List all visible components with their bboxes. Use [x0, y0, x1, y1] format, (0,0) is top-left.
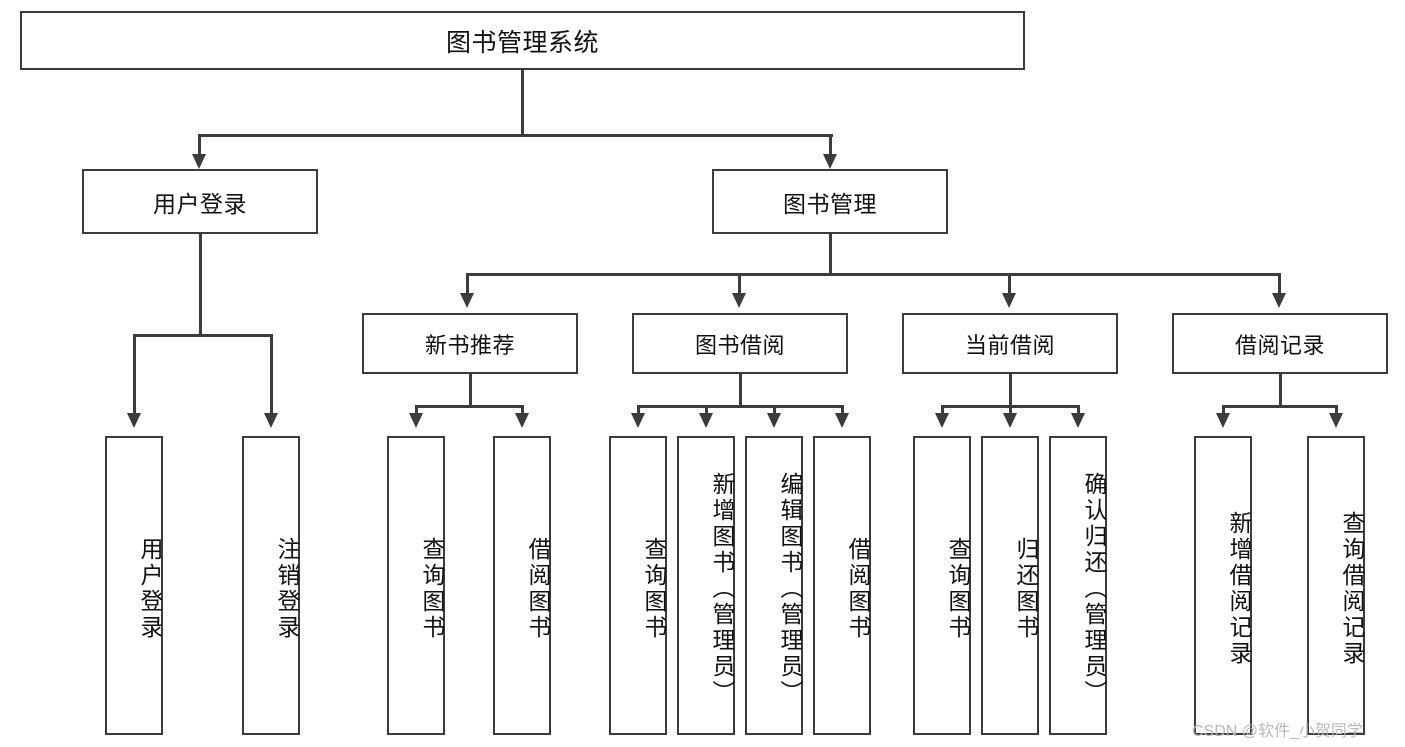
node-leaf-logout[interactable]: 注销登录 [242, 436, 300, 735]
node-leaf-edit-book[interactable]: 编辑图书（管理员） [745, 436, 803, 735]
node-label: 查询图书 [945, 536, 971, 641]
node-leaf-query-book-1[interactable]: 查询图书 [387, 436, 445, 735]
node-leaf-user-login[interactable]: 用户登录 [105, 436, 163, 735]
connector-book-borrow-drop-3 [773, 405, 776, 416]
node-label: 当前借阅 [964, 332, 1055, 358]
arrow-leaf-borrow-book-1 [515, 413, 529, 428]
arrow-leaf-query-book-1 [409, 413, 423, 428]
arrow-to-new-book [460, 293, 474, 308]
node-label: 归还图书 [1013, 536, 1039, 641]
node-leaf-add-record[interactable]: 新增借阅记录 [1194, 436, 1252, 735]
node-label: 查询图书 [419, 536, 445, 641]
connector-borrow-record-drop-1 [1222, 405, 1225, 416]
node-label: 图书借阅 [694, 332, 785, 358]
node-current-borrow[interactable]: 当前借阅 [902, 313, 1118, 374]
node-leaf-add-book[interactable]: 新增图书（管理员） [677, 436, 735, 735]
node-label: 借阅图书 [845, 536, 871, 641]
arrow-leaf-add-record [1216, 413, 1230, 428]
connector-book-borrow-stem [739, 374, 742, 406]
node-label: 查询借阅记录 [1339, 510, 1365, 667]
node-leaf-borrow-book-2[interactable]: 借阅图书 [813, 436, 871, 735]
node-label: 编辑图书（管理员） [777, 471, 803, 706]
connector-to-book-manage [829, 134, 832, 159]
connector-book-borrow-drop-2 [705, 405, 708, 416]
node-label: 图书管理系统 [445, 28, 599, 57]
arrow-leaf-confirm-return [1071, 413, 1085, 428]
connector-book-borrow-bus [637, 405, 842, 408]
node-label: 新增图书（管理员） [709, 471, 735, 706]
connector-book-borrow-drop-1 [637, 405, 640, 416]
connector-book-manage-stem [829, 234, 832, 274]
connector-current-borrow-drop-1 [941, 405, 944, 416]
connector-new-book-drop-2 [521, 405, 524, 416]
arrow-leaf-edit-book [767, 413, 781, 428]
connector-new-book-drop-1 [415, 405, 418, 416]
node-label: 用户登录 [137, 536, 163, 641]
node-leaf-confirm-return[interactable]: 确认归还（管理员） [1049, 436, 1107, 735]
node-book-borrow[interactable]: 图书借阅 [632, 313, 848, 374]
arrow-to-book-manage [823, 154, 837, 169]
arrow-leaf-query-record [1329, 413, 1343, 428]
connector-user-login-drop-1 [133, 334, 136, 416]
arrow-to-book-borrow [732, 293, 746, 308]
connector-to-new-book [466, 273, 469, 296]
arrow-leaf-add-book [699, 413, 713, 428]
node-label: 新增借阅记录 [1226, 510, 1252, 667]
connector-book-borrow-drop-4 [841, 405, 844, 416]
node-label: 新书推荐 [424, 332, 515, 358]
node-leaf-return-book[interactable]: 归还图书 [981, 436, 1039, 735]
arrow-to-borrow-record [1272, 293, 1286, 308]
node-label: 用户登录 [153, 190, 247, 217]
node-label: 借阅记录 [1234, 332, 1325, 358]
node-label: 查询图书 [641, 536, 667, 641]
arrow-to-current-borrow [1002, 293, 1016, 308]
node-borrow-record[interactable]: 借阅记录 [1172, 313, 1388, 374]
arrow-leaf-logout [264, 413, 278, 428]
arrow-leaf-user-login [127, 413, 141, 428]
arrow-leaf-query-book-3 [935, 413, 949, 428]
connector-borrow-record-stem [1279, 374, 1282, 406]
connector-to-user-login [198, 134, 201, 159]
arrow-leaf-return-book [1003, 413, 1017, 428]
node-root-system[interactable]: 图书管理系统 [20, 11, 1025, 70]
node-label: 注销登录 [274, 536, 300, 641]
connector-current-borrow-drop-2 [1009, 405, 1012, 416]
connector-to-current-borrow [1008, 273, 1011, 296]
connector-new-book-bus [415, 405, 523, 408]
node-user-login[interactable]: 用户登录 [82, 169, 318, 234]
node-leaf-query-record[interactable]: 查询借阅记录 [1307, 436, 1365, 735]
connector-new-book-stem [469, 374, 472, 406]
arrow-leaf-query-book-2 [631, 413, 645, 428]
node-leaf-borrow-book-1[interactable]: 借阅图书 [493, 436, 551, 735]
connector-user-login-stem [199, 234, 202, 335]
connector-root-stem [521, 70, 524, 135]
node-leaf-query-book-2[interactable]: 查询图书 [609, 436, 667, 735]
node-label: 确认归还（管理员） [1081, 471, 1107, 706]
node-label: 图书管理 [783, 190, 877, 217]
arrow-leaf-borrow-book-2 [835, 413, 849, 428]
node-leaf-query-book-3[interactable]: 查询图书 [913, 436, 971, 735]
connector-to-book-borrow [738, 273, 741, 296]
connector-user-login-bus [133, 334, 272, 337]
connector-current-borrow-drop-3 [1077, 405, 1080, 416]
connector-user-login-drop-2 [270, 334, 273, 416]
connector-borrow-record-bus [1222, 405, 1337, 408]
arrow-to-user-login [192, 154, 206, 169]
watermark-label: CSDN @软件_小贺同学 [1192, 723, 1363, 740]
connector-borrow-record-drop-2 [1335, 405, 1338, 416]
connector-level3-bus [466, 273, 1280, 276]
node-new-book-recommend[interactable]: 新书推荐 [362, 313, 578, 374]
connector-current-borrow-stem [1009, 374, 1012, 406]
node-label: 借阅图书 [525, 536, 551, 641]
connector-to-borrow-record [1278, 273, 1281, 296]
node-book-manage[interactable]: 图书管理 [712, 169, 948, 234]
connector-level2-bus [198, 134, 833, 137]
